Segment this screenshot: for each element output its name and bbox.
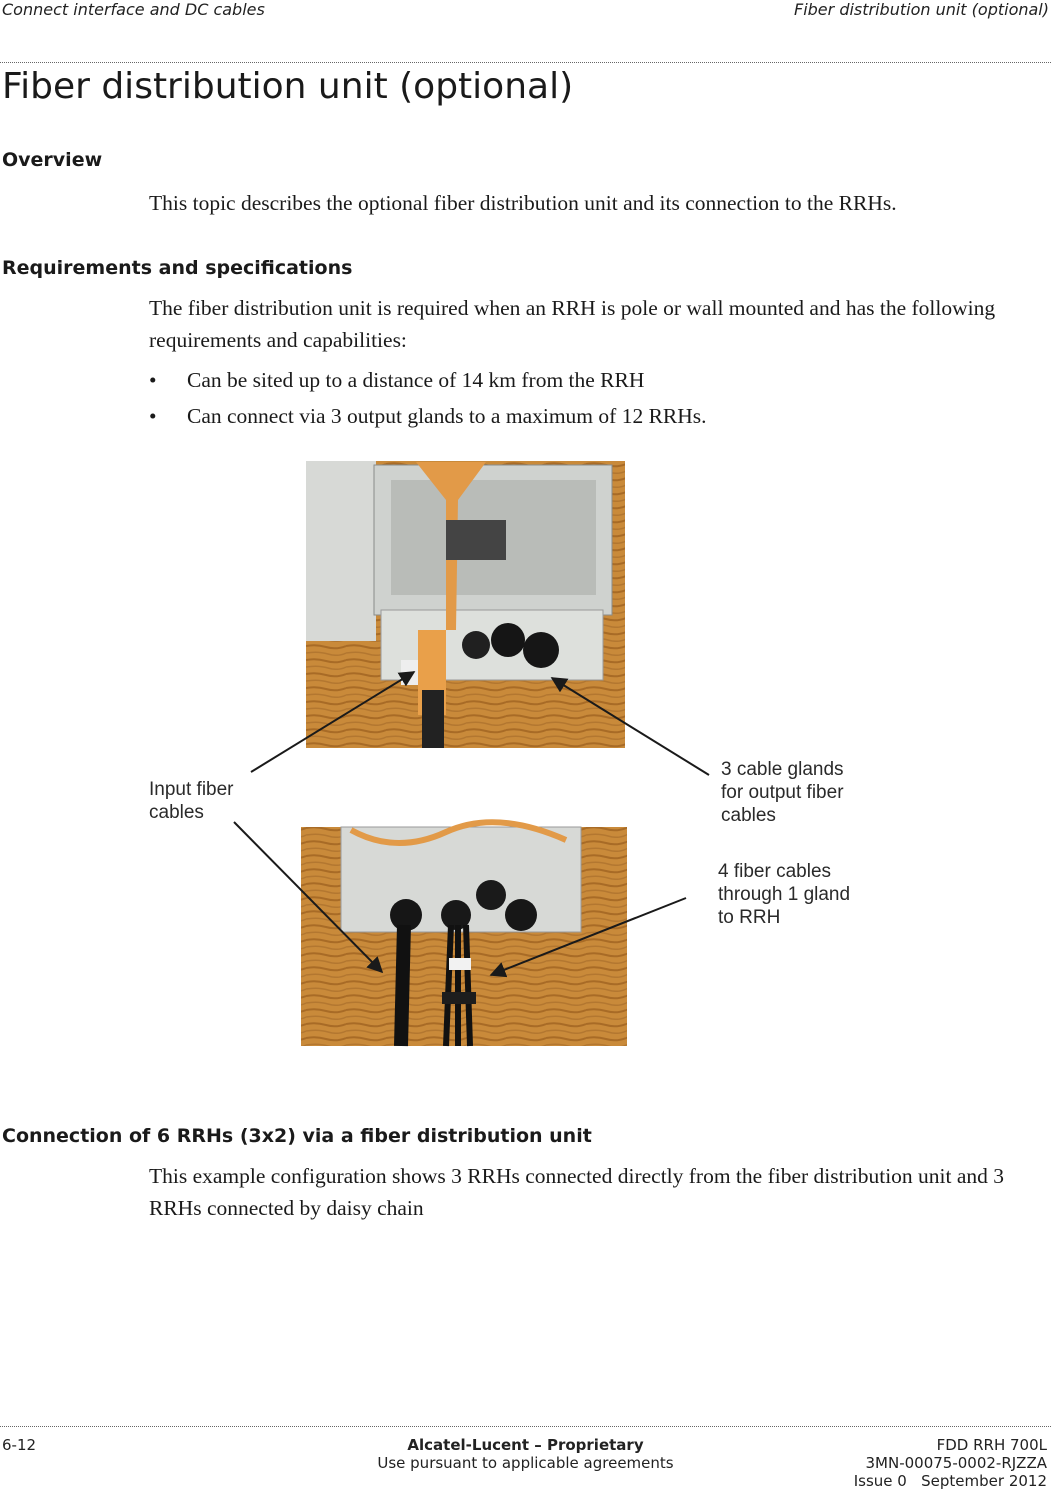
- footer-divider: [0, 1426, 1051, 1427]
- requirements-heading: Requirements and specifications: [2, 257, 353, 279]
- overview-heading: Overview: [2, 149, 103, 171]
- connection-text: This example configuration shows 3 RRHs …: [149, 1164, 1005, 1220]
- list-item: • Can be sited up to a distance of 14 km …: [149, 364, 644, 396]
- input-fiber-arrow: [250, 671, 416, 773]
- bottom-photo: [301, 819, 627, 1047]
- bullet-text: Can connect via 3 output glands to a max…: [187, 404, 707, 428]
- glands-arrow: [550, 677, 710, 776]
- footer-product: FDD RRH 700L: [936, 1436, 1047, 1454]
- cable-glands-label: 3 cable glands for output fiber cables: [721, 759, 844, 826]
- footer-issue: Issue 0 September 2012: [853, 1472, 1047, 1490]
- fiber-cables-arrow: [489, 897, 687, 978]
- running-header-left: Connect interface and DC cables: [2, 0, 265, 19]
- input-fiber-arrow-2: [233, 821, 384, 974]
- fiber-distribution-unit-figure: Input fiber cables 3 cable glands for ou…: [146, 460, 866, 1052]
- requirements-text: The fiber distribution unit is required …: [149, 296, 996, 352]
- fiber-cables-label: 4 fiber cables through 1 gland to RRH: [718, 861, 851, 928]
- list-item: • Can connect via 3 output glands to a ma…: [149, 400, 707, 432]
- footer-company: Alcatel-Lucent – Proprietary: [407, 1436, 644, 1454]
- bullet-icon: •: [149, 404, 157, 428]
- page-number: 6-12: [2, 1436, 37, 1454]
- bullet-text: Can be sited up to a distance of 14 km f…: [187, 368, 645, 392]
- figure-illustration: [233, 461, 710, 1047]
- bullet-icon: •: [149, 368, 157, 392]
- footer-right: FDD RRH 700L 3MN-00075-0002-RJZZA Issue …: [854, 1436, 1047, 1490]
- top-photo: [306, 461, 625, 748]
- connection-heading: Connection of 6 RRHs (3x2) via a fiber d…: [2, 1125, 592, 1147]
- input-fiber-label: Input fiber cables: [149, 779, 234, 823]
- header-divider: [0, 62, 1051, 63]
- footer-notice: Use pursuant to applicable agreements: [377, 1454, 674, 1472]
- footer-center: Alcatel-Lucent – Proprietary Use pursuan…: [0, 1436, 1051, 1472]
- page-title: Fiber distribution unit (optional): [2, 66, 574, 107]
- running-header-right: Fiber distribution unit (optional): [794, 0, 1049, 19]
- overview-text: This topic describes the optional fiber …: [149, 191, 897, 215]
- footer-doc-number: 3MN-00075-0002-RJZZA: [865, 1454, 1048, 1472]
